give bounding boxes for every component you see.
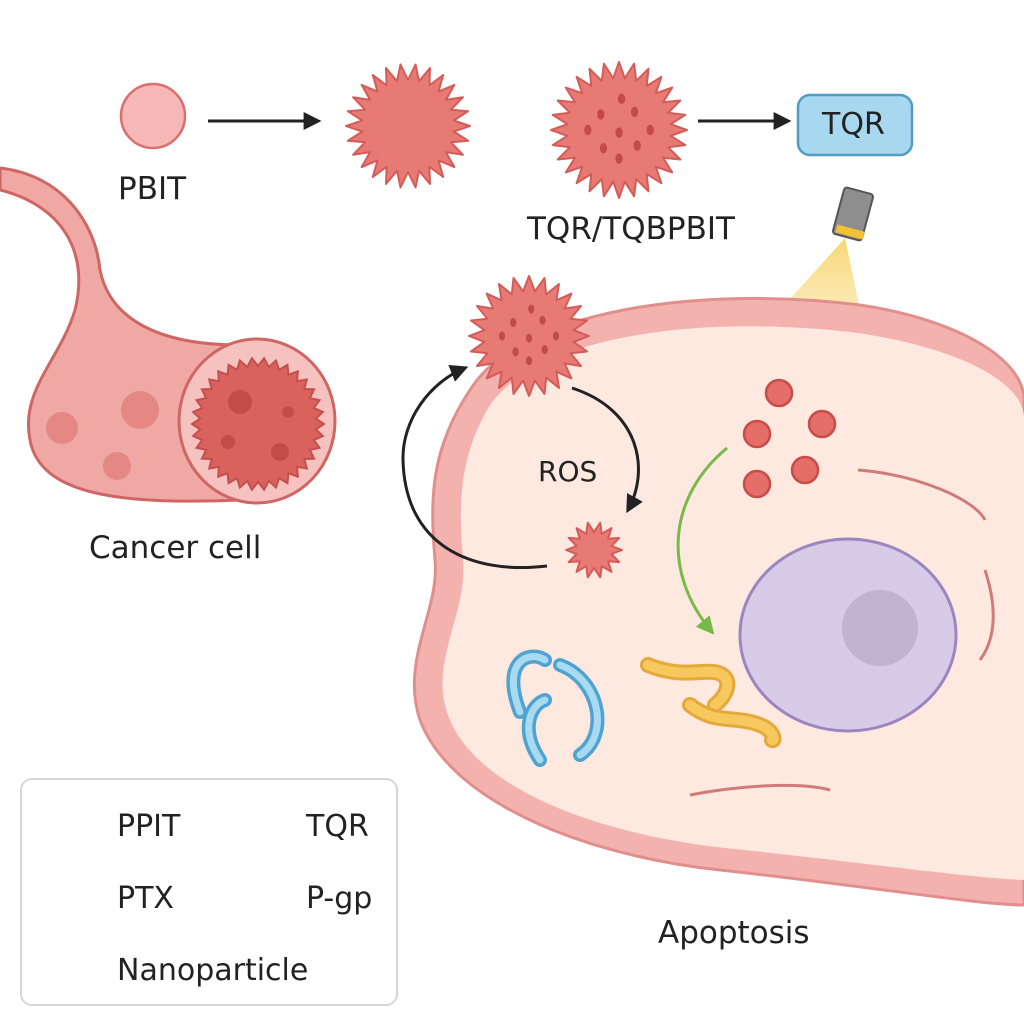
- label-tqr-tqbpbit: TQR/TQBPBIT: [527, 211, 735, 247]
- er-membrane-top: [857, 468, 987, 521]
- released-drug-dots: [742, 378, 837, 499]
- ros-cycle-arrow-right: [571, 386, 643, 514]
- ptx-particle-small: [565, 521, 623, 579]
- ptx-particle-top: [345, 63, 471, 189]
- pbit-particle: [119, 82, 187, 150]
- label-cancer-cell: Cancer cell: [89, 530, 262, 566]
- legend-label-tqr: TQR: [306, 809, 369, 844]
- tqr-tqbpbit-particle: [550, 61, 688, 199]
- label-apoptosis: Apoptosis: [658, 915, 810, 951]
- label-pbit: PBIT: [118, 171, 187, 207]
- green-release-arrow: [676, 446, 728, 635]
- legend-label-pgp: P-gp: [306, 881, 373, 916]
- tqr-box: [796, 93, 914, 157]
- legend: [20, 778, 398, 1006]
- ros-cycle-arrow-left: [401, 365, 548, 570]
- tumor-mass: [190, 356, 326, 492]
- er-membrane-right: [978, 569, 995, 661]
- label-tqr-box: TQR: [822, 107, 885, 142]
- legend-label-ptx: PTX: [117, 881, 174, 916]
- legend-label-nanoparticle: Nanoparticle: [117, 953, 309, 988]
- nucleus: [738, 537, 958, 733]
- ptx-particle-membrane: [468, 275, 590, 397]
- legend-label-ppit: PPIT: [117, 809, 181, 844]
- golgi-apparatus: [640, 657, 782, 749]
- label-ros: ROS: [538, 455, 598, 488]
- er-membrane-bottom: [689, 783, 831, 797]
